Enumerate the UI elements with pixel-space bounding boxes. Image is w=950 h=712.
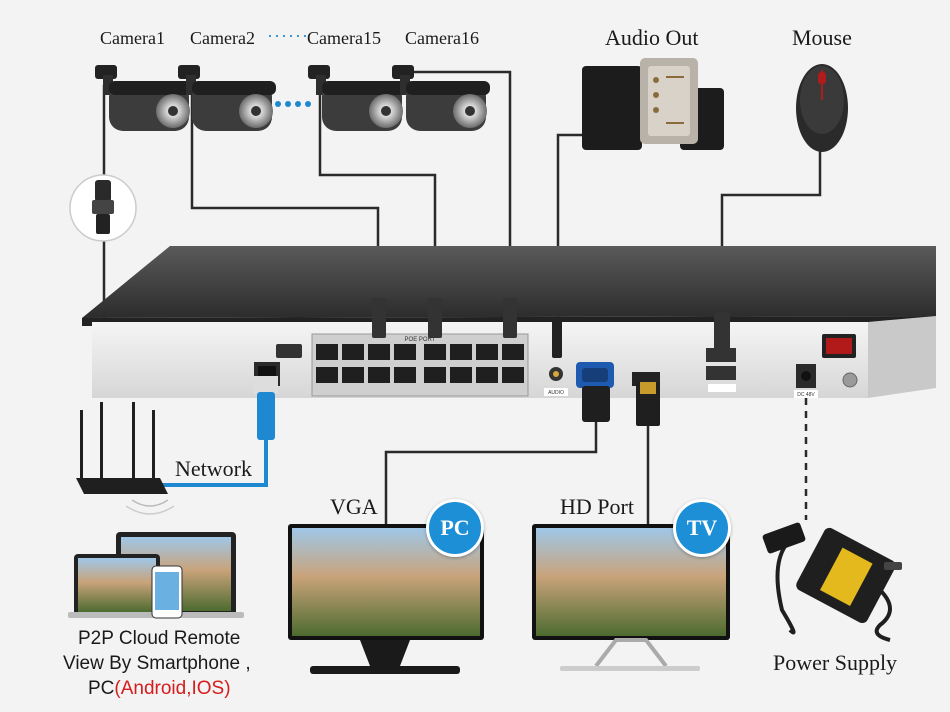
camera-1 — [95, 65, 193, 131]
remote-view-pc: PC — [88, 678, 115, 699]
ground-screw — [842, 372, 858, 388]
camera-hood — [192, 81, 276, 95]
nvr-device: POE PORT AUDIO DC 48V — [82, 246, 936, 398]
camera-lens-center — [168, 106, 178, 116]
camera-bracket — [103, 75, 113, 95]
camera-hood — [109, 81, 193, 95]
mouse-label: Mouse — [792, 25, 852, 50]
tv-badge: TV — [673, 499, 731, 557]
audio-port-label: AUDIO — [548, 390, 564, 396]
camera-16 — [392, 65, 490, 131]
cable-camera15 — [318, 80, 437, 300]
cable-vga — [384, 420, 598, 525]
rj45-plugs — [276, 298, 730, 358]
hd-port-label: HD Port — [560, 494, 634, 519]
dc-port-label: DC 48V — [797, 392, 815, 398]
camera-2 — [178, 65, 276, 131]
speaker-icon — [582, 58, 724, 150]
camera-dots — [275, 101, 311, 107]
power-adapter-icon — [762, 522, 902, 642]
poe-ports — [316, 344, 524, 383]
remote-view-platforms: (Android,IOS) — [114, 678, 231, 699]
nvr-top — [82, 246, 936, 318]
rj45-connector-zoom — [69, 174, 137, 242]
camera-ellipsis: ······ — [267, 25, 309, 45]
camera-hood — [322, 81, 406, 95]
vga-label: VGA — [330, 494, 378, 519]
router-icon — [76, 402, 175, 515]
cable-network — [125, 440, 268, 487]
audio-out-label: Audio Out — [605, 25, 699, 50]
camera1-label: Camera1 — [100, 28, 165, 48]
remote-devices-icon — [68, 532, 244, 619]
pc-badge: PC — [426, 499, 484, 557]
camera-lens-center — [251, 106, 261, 116]
network-plug — [254, 376, 278, 440]
mouse-icon — [796, 64, 848, 152]
poe-port-block — [311, 333, 529, 397]
pc-monitor-icon — [288, 524, 484, 674]
camera-hood — [406, 81, 490, 95]
power-supply-label: Power Supply — [773, 650, 898, 675]
remote-view-line2: View By Smartphone , — [63, 653, 251, 674]
network-label: Network — [175, 456, 252, 481]
camera-lens-center — [465, 106, 475, 116]
poe-port-label: POE PORT — [405, 337, 436, 343]
camera-lens-center — [381, 106, 391, 116]
usb-port-2 — [706, 366, 736, 380]
camera-15 — [308, 65, 406, 131]
camera-bracket — [400, 75, 410, 95]
camera-bracket — [186, 75, 196, 95]
remote-view-line1: P2P Cloud Remote — [78, 628, 241, 649]
camera-bracket — [316, 75, 326, 95]
vga-plug — [582, 386, 610, 422]
remote-view-line3: PC(Android,IOS) — [88, 678, 231, 700]
camera15-label: Camera15 — [307, 28, 381, 48]
camera16-label: Camera16 — [405, 28, 479, 48]
camera2-label: Camera2 — [190, 28, 255, 48]
